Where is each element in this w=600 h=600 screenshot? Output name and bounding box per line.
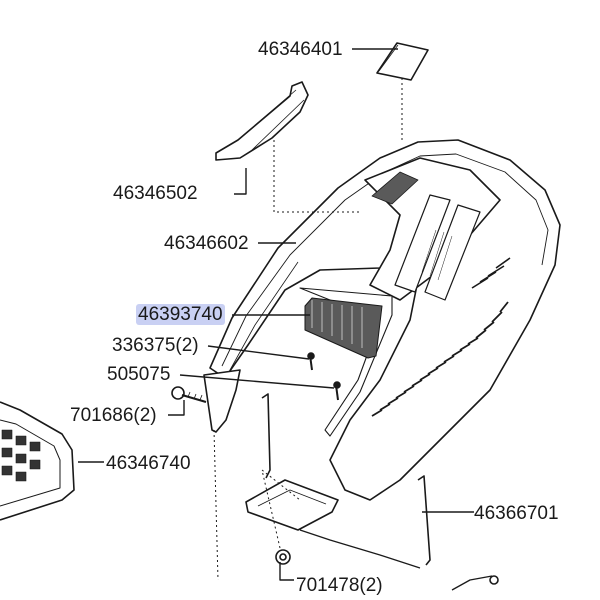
label-46346740: 46346740 <box>106 453 191 474</box>
label-46346401: 46346401 <box>258 39 343 60</box>
handle-housing-part <box>209 139 561 501</box>
wheel-part <box>451 575 499 591</box>
label-46366701: 46366701 <box>474 503 559 524</box>
bail-bar-part <box>245 393 431 569</box>
label-46393740: 46393740 <box>136 304 225 325</box>
leader-lines <box>78 48 474 581</box>
nut-part <box>275 549 291 565</box>
label-701686: 701686(2) <box>70 405 157 426</box>
control-panel-part <box>0 401 75 521</box>
alignment-lines <box>213 78 403 581</box>
bracket-part <box>215 81 309 161</box>
label-505075: 505075 <box>107 364 171 385</box>
label-46346602: 46346602 <box>164 233 249 254</box>
side-cover-part <box>203 369 241 433</box>
screw-parts <box>307 352 341 401</box>
label-701478: 701478(2) <box>296 575 383 596</box>
grille-part <box>304 297 383 359</box>
label-46346502: 46346502 <box>113 183 198 204</box>
bolt-part <box>171 386 207 404</box>
label-336375: 336375(2) <box>112 335 199 356</box>
